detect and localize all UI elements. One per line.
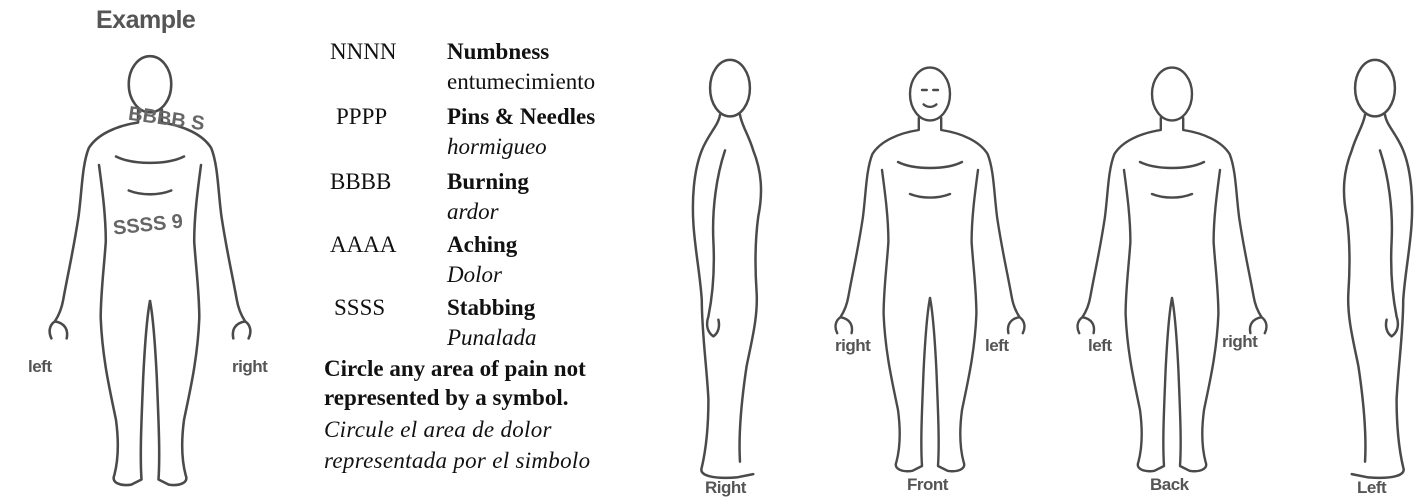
front-left-side-label: left [985, 336, 1009, 356]
back-right-side-label: right [1222, 332, 1257, 352]
caption-right-view: Right [705, 478, 746, 498]
instruction-en-line2: represented by a symbol. [324, 386, 569, 409]
caption-left-view: Left [1357, 478, 1386, 498]
caption-back-view: Back [1150, 475, 1189, 495]
legend-code: PPPP [336, 105, 387, 128]
legend-term: Numbness [447, 40, 549, 63]
legend-translation: hormigueo [447, 135, 547, 158]
legend-term: Pins & Needles [447, 105, 595, 128]
legend-term: Aching [447, 233, 517, 256]
legend-term: Burning [447, 170, 529, 193]
right-side-figure [693, 60, 761, 478]
front-right-side-label: right [835, 336, 870, 356]
legend-code: SSSS [334, 296, 385, 319]
back-left-side-label: left [1088, 336, 1112, 356]
legend-translation: ardor [447, 200, 499, 223]
legend-translation: Dolor [447, 263, 502, 286]
instruction-es-line2: representada por el simbolo [324, 449, 590, 472]
example-right-label: right [232, 357, 267, 377]
legend-code: BBBB [330, 170, 391, 193]
back-figure [1078, 68, 1267, 472]
legend-code: NNNN [330, 40, 396, 63]
legend-code: AAAA [330, 233, 396, 256]
example-title: Example [96, 6, 195, 35]
instruction-en-line1: Circle any area of pain not [324, 357, 586, 380]
left-side-figure [1344, 60, 1412, 478]
caption-front-view: Front [907, 475, 948, 495]
front-figure [836, 68, 1025, 472]
instruction-es-line1: Circule el area de dolor [324, 418, 552, 441]
legend-translation: Punalada [447, 326, 536, 349]
legend-translation: entumecimiento [447, 70, 595, 93]
example-left-label: left [28, 357, 52, 377]
legend-term: Stabbing [447, 296, 535, 319]
